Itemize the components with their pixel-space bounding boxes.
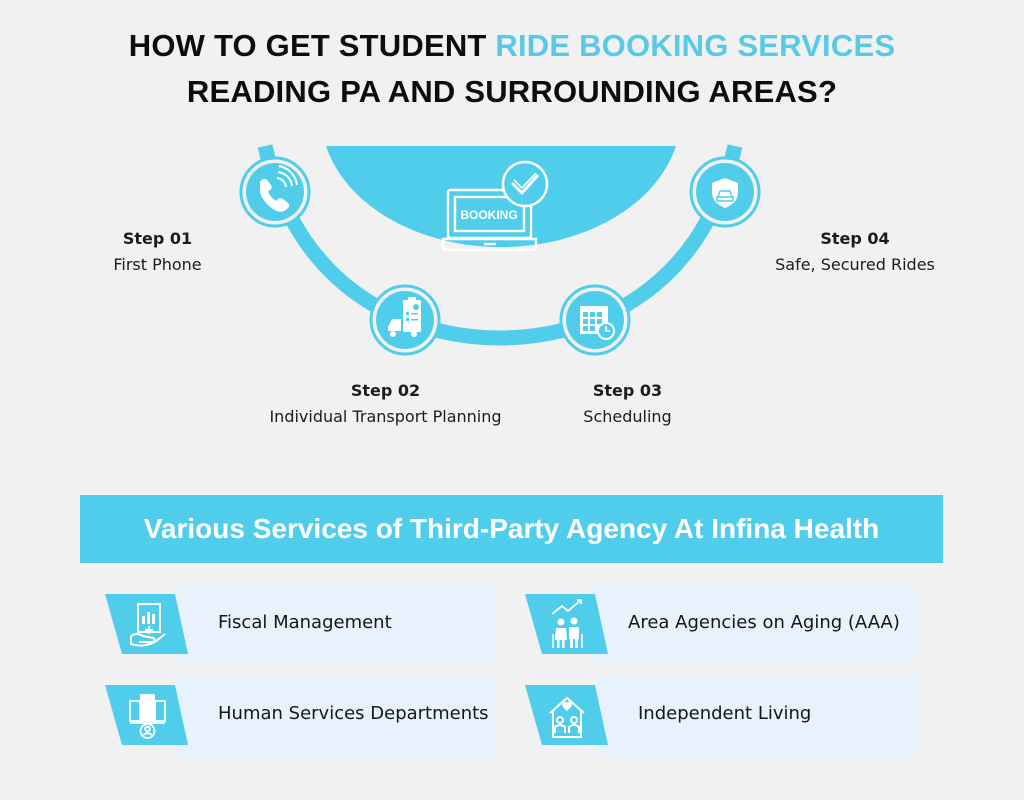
title-accent-text: RIDE BOOKING SERVICES xyxy=(495,28,896,63)
service-label: Independent Living xyxy=(638,703,812,724)
phone-icon xyxy=(259,165,298,212)
laptop-booking-check-icon xyxy=(441,160,549,252)
service-label: Human Services Departments xyxy=(218,703,489,724)
step-label: First Phone xyxy=(113,255,202,274)
step-1: Step 01 First Phone xyxy=(90,226,225,278)
step-3: Step 03 Scheduling xyxy=(560,378,695,430)
page-title-line-2: READING PA AND SURROUNDING AREAS? xyxy=(186,74,838,109)
page-title-line-1: HOW TO GET STUDENT RIDE BOOKING SERVICES xyxy=(0,28,1024,64)
service-label: Fiscal Management xyxy=(218,612,392,633)
step-4-node xyxy=(689,156,761,228)
step-2-node xyxy=(369,284,441,356)
fiscal-hand-chart-icon xyxy=(105,594,188,654)
service-card-human-services: Human Services Departments xyxy=(105,676,498,755)
elderly-couple-growth-icon xyxy=(525,594,608,654)
shield-car-icon xyxy=(712,178,738,208)
step-label: Individual Transport Planning xyxy=(269,407,502,426)
service-card-independent-living: Independent Living xyxy=(525,676,918,755)
step-label: Scheduling xyxy=(583,407,672,426)
process-diagram: BOOKING xyxy=(239,144,761,356)
step-number: Step 01 xyxy=(122,229,193,248)
building-person-icon xyxy=(105,685,188,745)
truck-clipboard-icon xyxy=(388,297,421,337)
step-number: Step 04 xyxy=(820,229,890,248)
process-arc xyxy=(257,144,743,346)
title-text: HOW TO GET STUDENT xyxy=(128,28,496,63)
step-2: Step 02 Individual Transport Planning xyxy=(243,378,528,430)
step-label: Safe, Secured Rides xyxy=(775,255,935,274)
step-4: Step 04 Safe, Secured Rides xyxy=(755,226,955,278)
home-heart-people-icon xyxy=(525,685,608,745)
step-3-node xyxy=(559,284,631,356)
step-1-node xyxy=(239,156,311,228)
calendar-clock-icon xyxy=(580,306,615,340)
service-card-area-agencies-aging: Area Agencies on Aging (AAA) xyxy=(525,585,918,664)
step-number: Step 03 xyxy=(592,381,663,400)
services-banner: Various Services of Third-Party Agency A… xyxy=(80,495,943,563)
service-card-fiscal-management: Fiscal Management xyxy=(105,585,498,664)
step-number: Step 02 xyxy=(350,381,421,400)
service-label: Area Agencies on Aging (AAA) xyxy=(628,612,900,633)
booking-label: BOOKING xyxy=(460,208,517,222)
